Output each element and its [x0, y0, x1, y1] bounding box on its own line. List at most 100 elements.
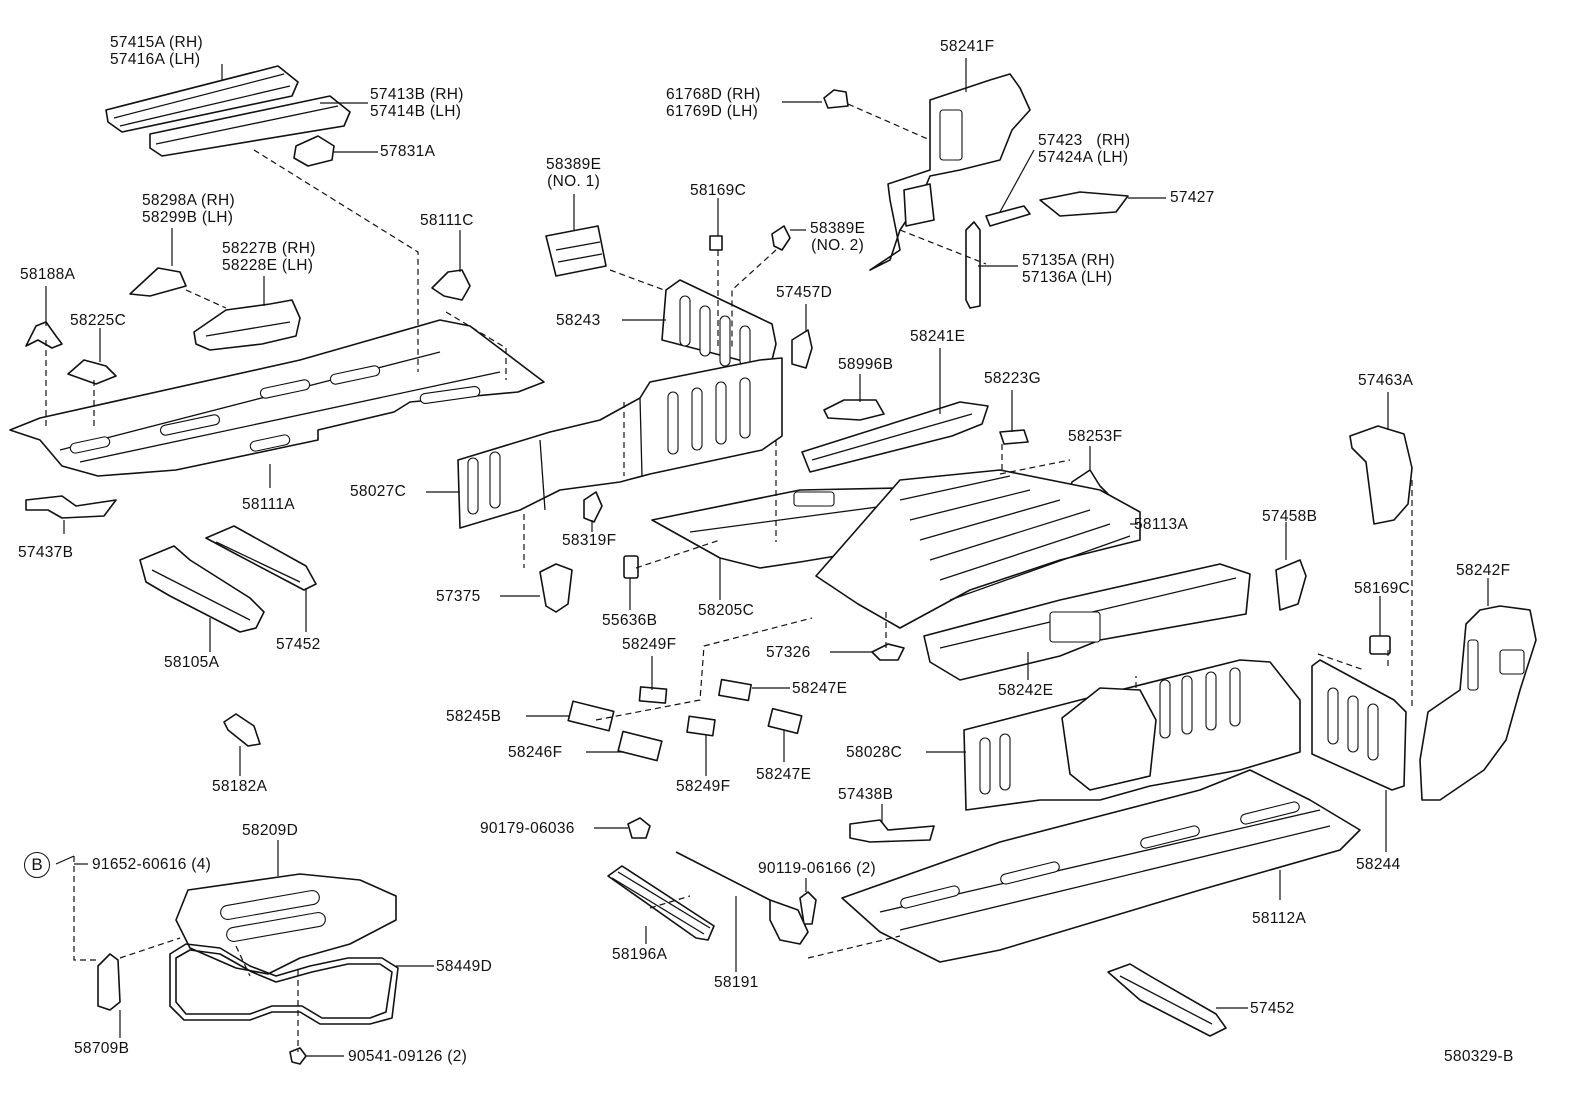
label-58298A: 58298A (RH) 58299B (LH)	[142, 192, 235, 226]
plate-58247E-bot	[767, 707, 803, 735]
label-90179: 90179-06036	[480, 820, 575, 837]
label-57375: 57375	[436, 588, 481, 605]
label-58225C: 58225C	[70, 312, 127, 329]
label-58112A: 58112A	[1252, 910, 1307, 927]
plate-58169C-right	[1369, 635, 1391, 655]
bracket-58319F	[583, 491, 603, 523]
label-58246F: 58246F	[508, 744, 563, 761]
bracket-58111C	[431, 269, 471, 301]
bracket-58298A	[129, 267, 187, 297]
label-58241E: 58241E	[910, 328, 966, 345]
panel-58028C	[963, 659, 1301, 811]
label-57326: 57326	[766, 644, 811, 661]
label-58319F: 58319F	[562, 532, 617, 549]
panel-58244	[1311, 659, 1407, 791]
label-57427: 57427	[1170, 189, 1215, 206]
label-58253F: 58253F	[1068, 428, 1123, 445]
callout-b: B	[24, 852, 50, 878]
plate-58223G	[999, 429, 1029, 445]
plate-58247E-top	[718, 678, 752, 702]
label-58111C: 58111C	[420, 212, 474, 229]
label-58243: 58243	[556, 312, 601, 329]
label-90119: 90119-06166 (2)	[758, 860, 876, 877]
label-58996B: 58996B	[838, 356, 894, 373]
panel-58243	[661, 279, 777, 369]
bracket-61768D	[823, 89, 849, 109]
nut-90179	[627, 817, 651, 839]
clip-55636B	[623, 555, 639, 579]
label-58113A: 58113A	[1134, 516, 1189, 533]
label-58709B: 58709B	[74, 1040, 130, 1057]
label-58227B: 58227B (RH) 58228E (LH)	[222, 240, 316, 274]
label-58028C: 58028C	[846, 744, 903, 761]
label-58169C-right: 58169C	[1354, 580, 1411, 597]
floor-58112A	[841, 769, 1361, 963]
clip-57326	[871, 643, 905, 661]
label-58111A: 58111A	[242, 496, 295, 513]
label-58244: 58244	[1356, 856, 1401, 873]
label-58449D: 58449D	[436, 958, 493, 975]
label-55636B: 55636B	[602, 612, 658, 629]
label-58188A: 58188A	[20, 266, 76, 283]
label-58223G: 58223G	[984, 370, 1041, 387]
floor-pan-58111A	[9, 319, 545, 477]
label-57423: 57423 (RH) 57424A (LH)	[1038, 132, 1131, 166]
pillar-57135A	[965, 221, 981, 309]
label-58105A: 58105A	[164, 654, 220, 671]
label-61768D: 61768D (RH) 61769D (LH)	[666, 86, 761, 120]
label-58241F: 58241F	[940, 38, 995, 55]
bracket-58389E-no1	[545, 225, 607, 277]
label-57458B: 57458B	[1262, 508, 1318, 525]
panel-57427	[1039, 191, 1129, 217]
plate-58169C-top	[709, 235, 723, 251]
carrier-58209D	[175, 873, 397, 975]
label-58205C: 58205C	[698, 602, 755, 619]
bracket-58188A	[25, 321, 63, 349]
bracket-58182A	[223, 713, 261, 747]
member-58105A	[139, 545, 265, 633]
rail-57415A	[105, 65, 299, 133]
label-58249F-top: 58249F	[622, 636, 677, 653]
label-58191: 58191	[714, 974, 759, 991]
bracket-58996B	[823, 399, 885, 421]
panel-57458B	[1275, 559, 1307, 611]
bracket-57463A	[1349, 425, 1413, 525]
label-58389E-no1: 58389E (NO. 1)	[546, 156, 602, 190]
bar-57423	[985, 205, 1031, 227]
panel-58242F	[1419, 605, 1537, 801]
label-57831A: 57831A	[380, 143, 436, 160]
label-58242E: 58242E	[998, 682, 1054, 699]
plate-58245B	[567, 700, 615, 732]
label-91652: 91652-60616 (4)	[92, 856, 212, 873]
bracket-58709B	[97, 953, 121, 1011]
plate-57438B	[849, 819, 935, 843]
leader-lines	[45, 58, 1489, 1057]
label-90541: 90541-09126 (2)	[348, 1048, 468, 1065]
label-58389E-no2: 58389E (NO. 2)	[810, 220, 866, 254]
plate-58249F-top	[638, 686, 668, 704]
label-58196A: 58196A	[612, 946, 668, 963]
label-57452-bot: 57452	[1250, 1000, 1295, 1017]
label-57135A: 57135A (RH) 57136A (LH)	[1022, 252, 1115, 286]
bolt-90119	[799, 891, 817, 925]
label-58245B: 58245B	[446, 708, 502, 725]
floor-58113A	[815, 469, 1141, 629]
reinforcement-58227B	[193, 299, 301, 351]
bracket-57375	[539, 563, 573, 613]
panel-58241F	[869, 73, 1031, 271]
label-57438B: 57438B	[838, 786, 894, 803]
tube-58196A	[607, 865, 715, 941]
bracket-58225C	[67, 359, 117, 385]
plate-57437B	[25, 495, 117, 519]
label-58209D: 58209D	[242, 822, 299, 839]
label-57413B: 57413B (RH) 57414B (LH)	[370, 86, 464, 120]
member-57452-bot	[1107, 963, 1227, 1037]
diagram-id: 580329-B	[1444, 1048, 1514, 1065]
assembly-lines	[45, 103, 1413, 1052]
plate-58249F-bot	[686, 715, 716, 737]
label-58169C-top: 58169C	[690, 182, 747, 199]
label-58242F: 58242F	[1456, 562, 1511, 579]
clip-58389E-no2	[771, 225, 791, 251]
label-58249F-bot: 58249F	[676, 778, 731, 795]
